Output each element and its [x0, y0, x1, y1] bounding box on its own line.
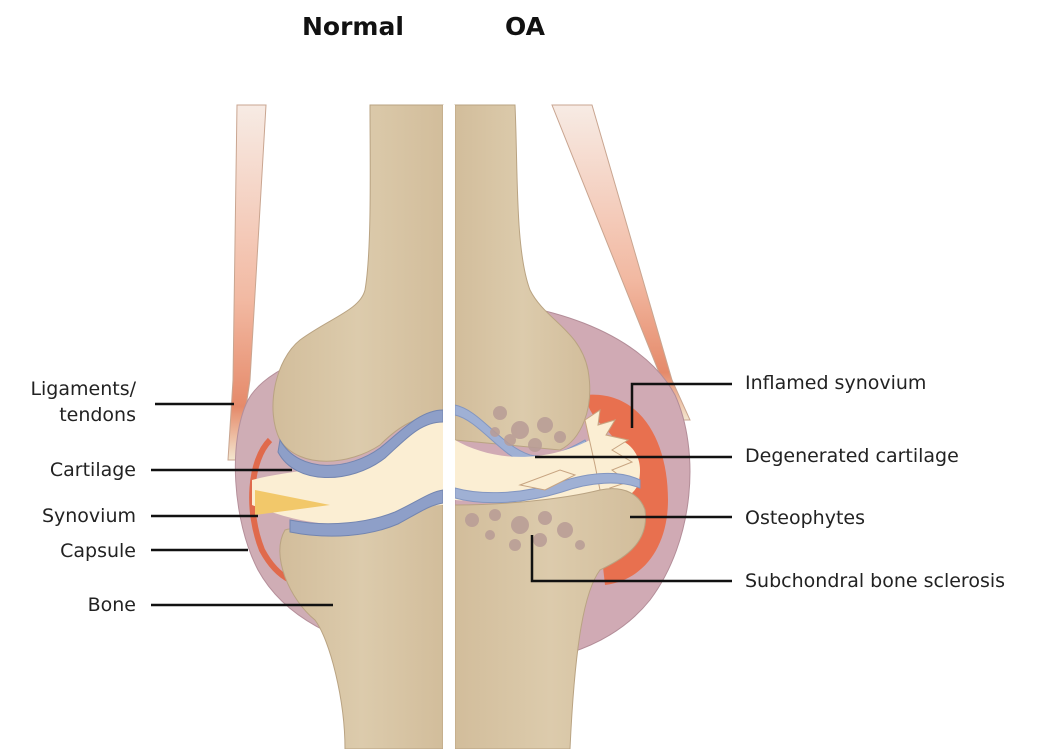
femur-normal: [273, 105, 443, 461]
label-synovium: Synovium: [10, 503, 136, 529]
femur-oa: [455, 105, 590, 450]
center-divider: [443, 105, 455, 749]
label-cartilage: Cartilage: [10, 457, 136, 483]
label-subchondral-sclerosis: Subchondral bone sclerosis: [745, 568, 1005, 594]
label-capsule: Capsule: [10, 538, 136, 564]
tibia-normal: [280, 504, 443, 749]
label-ligaments-line1: Ligaments/: [10, 376, 136, 402]
label-degenerated-cartilage: Degenerated cartilage: [745, 443, 959, 469]
label-ligaments: Ligaments/ tendons: [10, 376, 136, 428]
label-bone: Bone: [10, 592, 136, 618]
label-osteophytes: Osteophytes: [745, 505, 865, 531]
label-ligaments-line2: tendons: [10, 402, 136, 428]
label-inflamed-synovium: Inflamed synovium: [745, 370, 926, 396]
